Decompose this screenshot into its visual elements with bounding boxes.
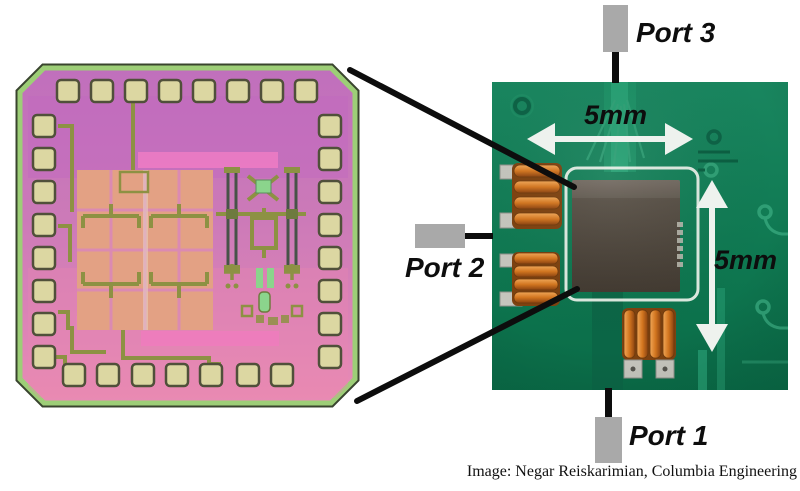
callout-line-bottom (354, 286, 580, 404)
pcb-port1-trace (592, 292, 623, 390)
chip-package (572, 180, 683, 292)
chip-height-label: 5mm (714, 245, 778, 275)
die-pink-bus-bottom (141, 331, 279, 346)
port1-connector (595, 388, 622, 463)
port2-connector (415, 224, 493, 248)
port2-pad (415, 224, 465, 248)
port2-lead (465, 233, 493, 239)
port3-lead (612, 52, 619, 83)
port3-pad (603, 5, 628, 52)
width-dimension-arrow (527, 123, 693, 155)
die-photo (15, 63, 360, 408)
image-credit-caption: Image: Negar Reiskarimian, Columbia Engi… (466, 463, 797, 480)
chip-width-label: 5mm (584, 100, 648, 130)
die-transistor-array (77, 170, 213, 330)
port3-connector (603, 5, 628, 83)
port3-label: Port 3 (636, 17, 716, 48)
die-circuitry (28, 78, 348, 398)
die-right-structures (216, 167, 306, 325)
port1-label: Port 1 (629, 420, 709, 451)
callout-line-top (347, 67, 577, 190)
port1-pad (595, 417, 622, 463)
port2-label: Port 2 (405, 252, 485, 283)
height-dimension-arrow (696, 180, 728, 352)
die-pink-bus-top (138, 152, 278, 168)
port1-lead (605, 388, 612, 418)
